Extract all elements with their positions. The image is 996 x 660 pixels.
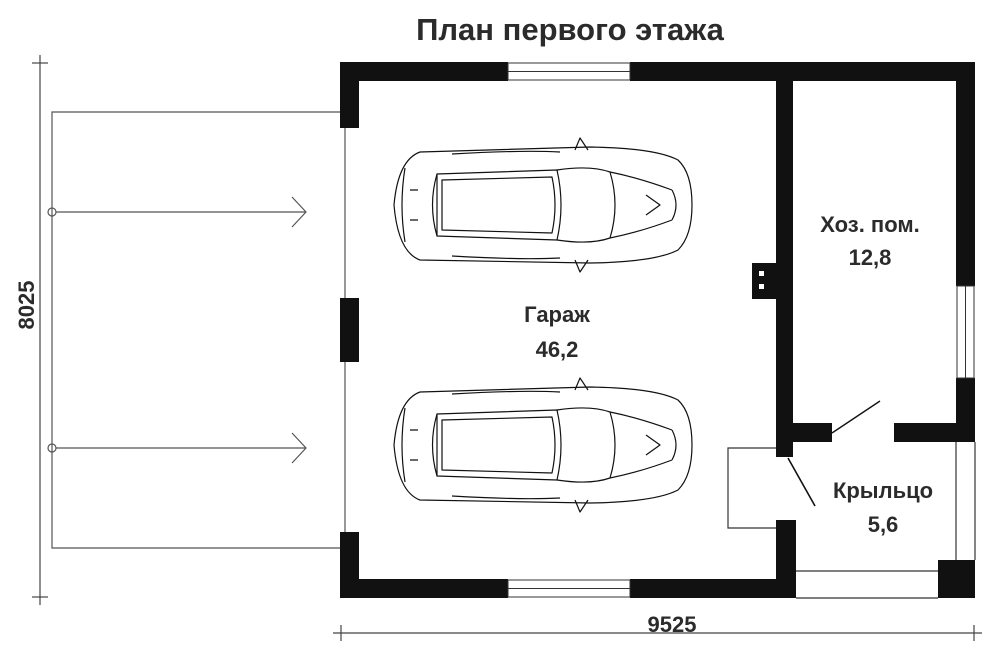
utility-door-swing	[831, 400, 881, 434]
driveway-outline	[51, 111, 346, 549]
windows	[507, 62, 975, 598]
porch-area: 5,6	[868, 512, 899, 537]
utility-name: Хоз. пом.	[820, 212, 920, 237]
width-dimension-line	[333, 625, 982, 641]
plan-title: План первого этажа	[416, 12, 725, 47]
utility-area: 12,8	[849, 245, 892, 270]
porch-name: Крыльцо	[833, 478, 933, 503]
porch-outline	[727, 442, 976, 599]
garage-name: Гараж	[524, 302, 590, 327]
entry-arrow-top	[47, 196, 307, 228]
depth-dimension-line	[32, 55, 48, 605]
garage-area: 46,2	[536, 337, 579, 362]
entry-arrow-bottom	[47, 432, 307, 464]
partition-niche-marks	[759, 271, 764, 289]
width-dimension-label: 9525	[648, 612, 697, 637]
walls	[340, 62, 975, 598]
car-bottom	[393, 377, 693, 513]
porch-door-swing	[787, 457, 816, 507]
depth-dimension-label: 8025	[14, 281, 39, 330]
car-top	[393, 137, 693, 273]
